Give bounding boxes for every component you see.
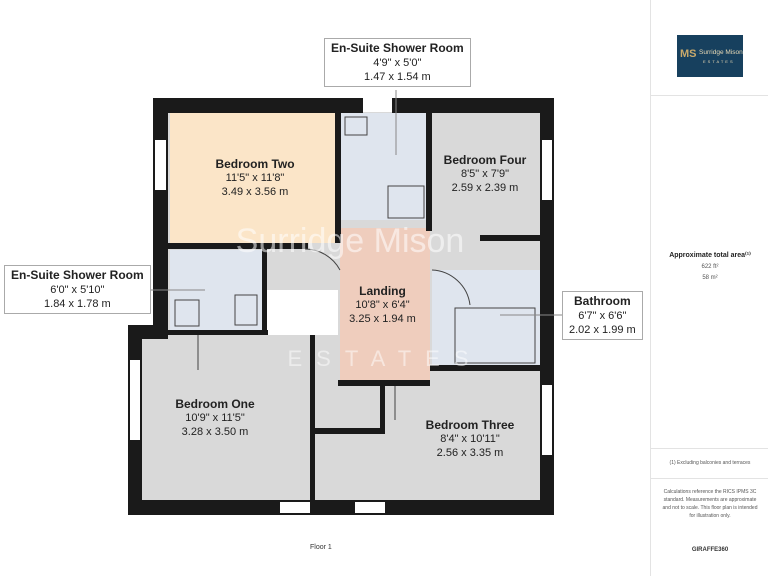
callout-title: En-Suite Shower Room [331, 41, 464, 55]
divider [651, 478, 768, 479]
room-landing: Landing 10'8" x 6'4" 3.25 x 1.94 m [335, 284, 430, 326]
landing-area [340, 228, 430, 386]
brand-label: GIRAFFE360 [691, 547, 729, 553]
room-imperial: 8'5" x 7'9" [460, 168, 510, 180]
room-name: Bedroom Four [443, 153, 527, 167]
bedroom-two-area [170, 113, 337, 243]
windows [130, 100, 552, 513]
logo-text: Surridge Mison [699, 49, 743, 56]
room-name: Bedroom Three [425, 418, 515, 432]
ensuite-top-area [340, 113, 426, 220]
callout-imperial: 4'9" x 5'0" [373, 57, 422, 69]
room-imperial: 8'4" x 10'11" [440, 433, 500, 445]
callout-metric: 2.02 x 1.99 m [569, 324, 636, 336]
callout-leaders [148, 90, 562, 316]
fixtures [174, 116, 536, 420]
callout-metric: 1.47 x 1.54 m [364, 71, 431, 83]
area-m: 58 m² [702, 275, 718, 281]
callout-ensuite-top: En-Suite Shower Room 4'9" x 5'0" 1.47 x … [324, 38, 471, 87]
floor-plan: Surridge Mison ESTATES [128, 90, 562, 515]
logo-monogram-icon: MS [680, 48, 697, 60]
brand-logo: MS Surridge Mison ESTATES [677, 35, 743, 77]
callout-title: En-Suite Shower Room [11, 268, 144, 282]
callout-ensuite-left: En-Suite Shower Room 6'0" x 5'10" 1.84 x… [4, 265, 151, 314]
room-name: Landing [359, 284, 406, 298]
area-ft: 622 ft² [701, 264, 719, 270]
callout-bathroom: Bathroom 6'7" x 6'6" 2.02 x 1.99 m [562, 291, 643, 340]
room-bedroom-three: Bedroom Three 8'4" x 10'11" 2.56 x 3.35 … [405, 418, 535, 460]
divider [651, 448, 768, 449]
callout-imperial: 6'7" x 6'6" [578, 310, 627, 322]
floor-fill-left [140, 335, 170, 502]
room-name: Bedroom Two [215, 157, 295, 171]
floor-label: Floor 1 [310, 544, 332, 551]
callout-title: Bathroom [573, 294, 631, 308]
room-bedroom-two: Bedroom Two 11'5" x 11'8" 3.49 x 3.56 m [190, 157, 320, 199]
room-imperial: 10'8" x 6'4" [355, 299, 410, 311]
room-bedroom-four: Bedroom Four 8'5" x 7'9" 2.59 x 2.39 m [425, 153, 545, 195]
callout-imperial: 6'0" x 5'10" [50, 284, 105, 296]
room-name: Bedroom One [175, 397, 255, 411]
room-metric: 3.28 x 3.50 m [181, 426, 249, 438]
bathroom-area [432, 270, 542, 370]
callout-metric: 1.84 x 1.78 m [44, 298, 111, 310]
area-title: Approximate total area⁽¹⁾ [669, 252, 751, 259]
divider [651, 95, 768, 96]
watermark-text: Surridge Mison [236, 222, 465, 260]
info-panel: MS Surridge Mison ESTATES Approximate to… [650, 0, 768, 576]
room-imperial: 11'5" x 11'8" [225, 172, 285, 184]
room-metric: 3.25 x 1.94 m [349, 313, 416, 325]
room-bedroom-one: Bedroom One 10'9" x 11'5" 3.28 x 3.50 m [155, 397, 275, 439]
walls [128, 98, 554, 515]
disclaimer: Calculations reference the RICS IPMS 3C … [662, 489, 758, 519]
room-metric: 2.56 x 3.35 m [436, 447, 504, 459]
watermark-subtext: ESTATES [288, 346, 483, 371]
room-metric: 2.59 x 2.39 m [451, 182, 519, 194]
footnote: (1) Excluding balconies and terraces [669, 460, 751, 466]
room-metric: 3.49 x 3.56 m [221, 186, 289, 198]
stairwell [262, 290, 338, 335]
room-imperial: 10'9" x 11'5" [185, 412, 245, 424]
logo-subtext: ESTATES [703, 59, 735, 64]
